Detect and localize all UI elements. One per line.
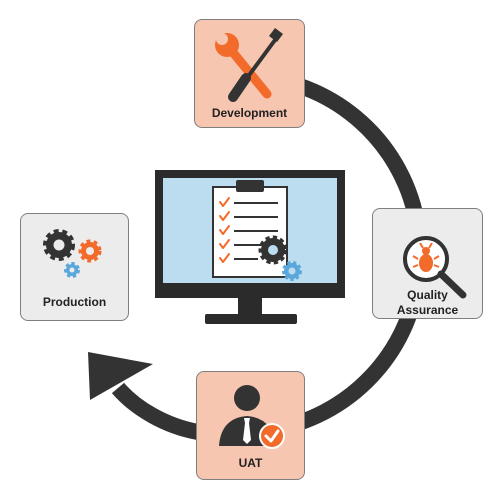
stage-production: Production (20, 213, 129, 321)
user-check-icon (219, 385, 285, 449)
stage-label: Production (42, 295, 107, 309)
check-badge (259, 423, 285, 449)
bug-magnifier-icon (403, 236, 467, 299)
check-icon (264, 429, 280, 443)
stage-label-line-1: Quality (407, 288, 448, 302)
bug-icon (419, 247, 433, 272)
stage-uat: UAT (196, 371, 305, 480)
arrow-head (88, 352, 153, 400)
stage-label: Development (211, 106, 288, 120)
stage-label: UAT (238, 456, 263, 470)
stage-quality-assurance: Quality Assurance (372, 208, 483, 319)
monitor-checklist-icon (155, 170, 345, 324)
wrench-screwdriver-icon (215, 27, 284, 102)
stage-development: Development (194, 19, 305, 128)
user-head (234, 385, 260, 411)
gears-icon (43, 229, 102, 278)
stage-label-line-2: Assurance (396, 303, 459, 317)
